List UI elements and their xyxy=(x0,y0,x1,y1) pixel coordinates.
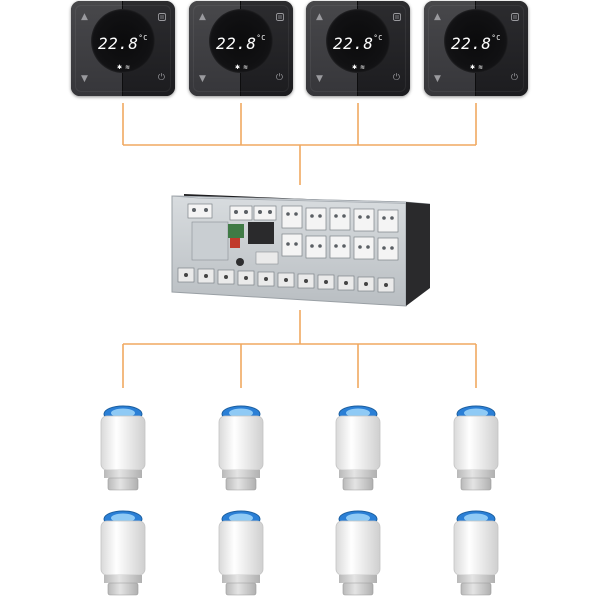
thermostat-display-ring xyxy=(326,9,390,73)
temperature-unit: °C xyxy=(491,34,501,42)
thermal-actuator-6 xyxy=(218,510,264,596)
snowflake-icon: ✱ xyxy=(470,64,476,71)
triangle-down-icon[interactable]: ▼ xyxy=(199,74,206,84)
temperature-unit: °C xyxy=(373,34,383,42)
thermostat-display-ring xyxy=(91,9,155,73)
thermostat-display-ring xyxy=(444,9,508,73)
temperature-display: 22.8°C xyxy=(306,34,410,53)
power-icon[interactable]: ⏻ xyxy=(392,73,400,83)
triangle-up-icon[interactable]: ▲ xyxy=(434,12,441,22)
power-icon[interactable]: ⏻ xyxy=(157,73,165,83)
thermostat-display-ring xyxy=(209,9,273,73)
snowflake-icon: ✱ xyxy=(235,64,241,71)
snowflake-icon: ✱ xyxy=(117,64,123,71)
temperature-value: 22.8 xyxy=(451,34,492,53)
temperature-display: 22.8°C xyxy=(71,34,175,53)
power-icon[interactable]: ⏻ xyxy=(510,73,518,83)
heating-icon: ≋ xyxy=(243,64,249,71)
thermal-actuator-7 xyxy=(335,510,381,596)
thermostat-3: ▲ ▼ ⏻ 22.8°C ✱ ≋ xyxy=(306,1,410,96)
wiring-center-icon xyxy=(171,194,431,307)
triangle-down-icon[interactable]: ▼ xyxy=(316,74,323,84)
temperature-value: 22.8 xyxy=(333,34,374,53)
temperature-unit: °C xyxy=(256,34,266,42)
triangle-up-icon[interactable]: ▲ xyxy=(316,12,323,22)
menu-icon[interactable] xyxy=(511,13,519,21)
thermal-actuator-5 xyxy=(100,510,146,596)
thermal-actuator-1 xyxy=(100,405,146,491)
triangle-up-icon[interactable]: ▲ xyxy=(199,12,206,22)
temperature-unit: °C xyxy=(138,34,148,42)
thermal-actuator-4 xyxy=(453,405,499,491)
heating-icon: ≋ xyxy=(478,64,484,71)
temperature-display: 22.8°C xyxy=(189,34,293,53)
thermostat-2: ▲ ▼ ⏻ 22.8°C ✱ ≋ xyxy=(189,1,293,96)
menu-icon[interactable] xyxy=(158,13,166,21)
temperature-value: 22.8 xyxy=(98,34,139,53)
heating-icon: ≋ xyxy=(125,64,131,71)
triangle-down-icon[interactable]: ▼ xyxy=(434,74,441,84)
temperature-display: 22.8°C xyxy=(424,34,528,53)
heating-icon: ≋ xyxy=(360,64,366,71)
thermostat-4: ▲ ▼ ⏻ 22.8°C ✱ ≋ xyxy=(424,1,528,96)
power-icon[interactable]: ⏻ xyxy=(275,73,283,83)
thermostat-1: ▲ ▼ ⏻ 22.8°C ✱ ≋ xyxy=(71,1,175,96)
thermal-actuator-2 xyxy=(218,405,264,491)
snowflake-icon: ✱ xyxy=(352,64,358,71)
temperature-value: 22.8 xyxy=(216,34,257,53)
thermal-actuator-8 xyxy=(453,510,499,596)
triangle-up-icon[interactable]: ▲ xyxy=(81,12,88,22)
thermal-actuator-3 xyxy=(335,405,381,491)
menu-icon[interactable] xyxy=(276,13,284,21)
triangle-down-icon[interactable]: ▼ xyxy=(81,74,88,84)
menu-icon[interactable] xyxy=(393,13,401,21)
